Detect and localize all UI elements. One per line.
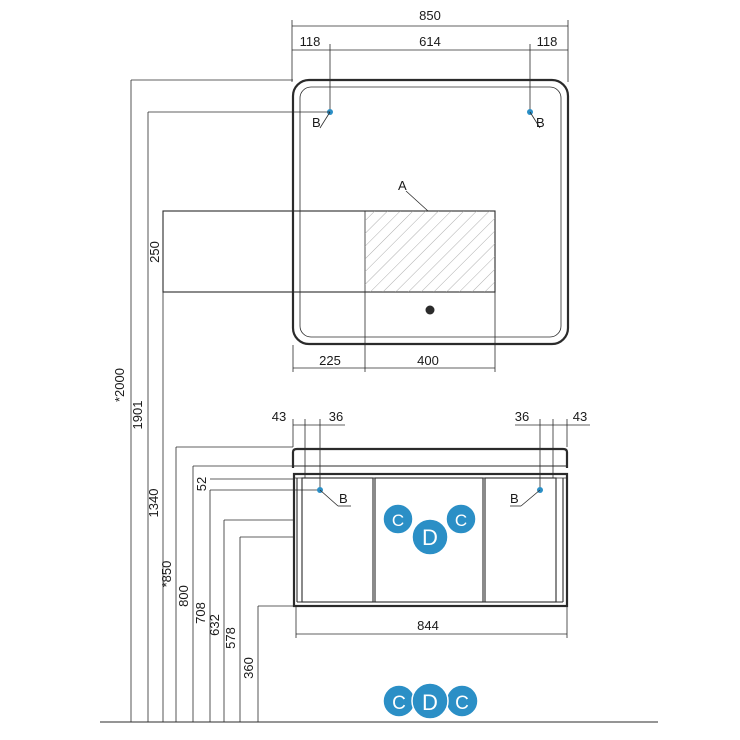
dim-118-right: 118: [537, 34, 558, 49]
label-b-cab-left: B: [339, 491, 348, 506]
label-a: A: [398, 178, 407, 193]
dim-1340: 1340: [146, 489, 161, 518]
legend-badges: C C D: [382, 682, 479, 720]
dim-614: 614: [419, 34, 441, 49]
svg-text:C: C: [455, 511, 467, 530]
dim-844: 844: [417, 618, 439, 633]
svg-text:C: C: [392, 511, 404, 530]
svg-text:C: C: [392, 693, 406, 714]
dim-118-left: 118: [300, 34, 321, 49]
svg-text:C: C: [455, 693, 469, 714]
mirror-outer-frame: [291, 78, 570, 346]
dim-250: 250: [147, 241, 162, 263]
label-b-mirror-right: B: [536, 115, 545, 130]
dim-632: 632: [207, 614, 222, 636]
dim-850: *850: [159, 561, 174, 588]
dim-43-left: 43: [272, 409, 286, 424]
dim-43-right: 43: [573, 409, 587, 424]
door-middle: [374, 477, 484, 603]
label-b-mirror-left: B: [312, 115, 321, 130]
dim-36-left: 36: [329, 409, 343, 424]
hatched-area: [365, 211, 495, 292]
cabinet-group: 43 36 36 43 B B: [272, 409, 590, 638]
svg-text:D: D: [422, 690, 438, 715]
dim-36-right: 36: [515, 409, 529, 424]
badge-c-left: C: [382, 503, 414, 535]
leader-cab-b-right: [520, 489, 541, 507]
leader-b-right: [529, 111, 541, 129]
leader-a: [405, 190, 429, 212]
leader-cab-b-left: [319, 489, 339, 507]
dim-708: 708: [193, 602, 208, 624]
height-dimensions: *2000 1901 1340 *850 800 708 632 578 360…: [112, 79, 330, 722]
leader-b-left: [319, 111, 331, 129]
badge-c-right: C: [445, 503, 477, 535]
svg-text:D: D: [422, 525, 438, 550]
badge-d: D: [411, 518, 449, 556]
dim-800: 800: [176, 585, 191, 607]
dim-578: 578: [223, 627, 238, 649]
legend-badge-c-left: C: [382, 684, 416, 718]
legend-badge-c-right: C: [445, 684, 479, 718]
mirror-group: 850 118 614 118 B B A 250: [147, 8, 570, 372]
countertop: [291, 447, 569, 468]
dim-2000: *2000: [112, 368, 127, 402]
dim-225: 225: [319, 353, 341, 368]
legend-badge-d: D: [411, 682, 449, 720]
door-right: [484, 477, 557, 603]
light-switch: [425, 305, 435, 315]
dim-52: 52: [194, 477, 209, 491]
dim-400: 400: [417, 353, 439, 368]
door-left: [301, 477, 374, 603]
label-b-cab-right: B: [510, 491, 519, 506]
dim-1901: 1901: [130, 401, 145, 430]
mirror-inner-frame: [299, 86, 562, 338]
dim-850: 850: [419, 8, 441, 23]
dim-360: 360: [241, 657, 256, 679]
